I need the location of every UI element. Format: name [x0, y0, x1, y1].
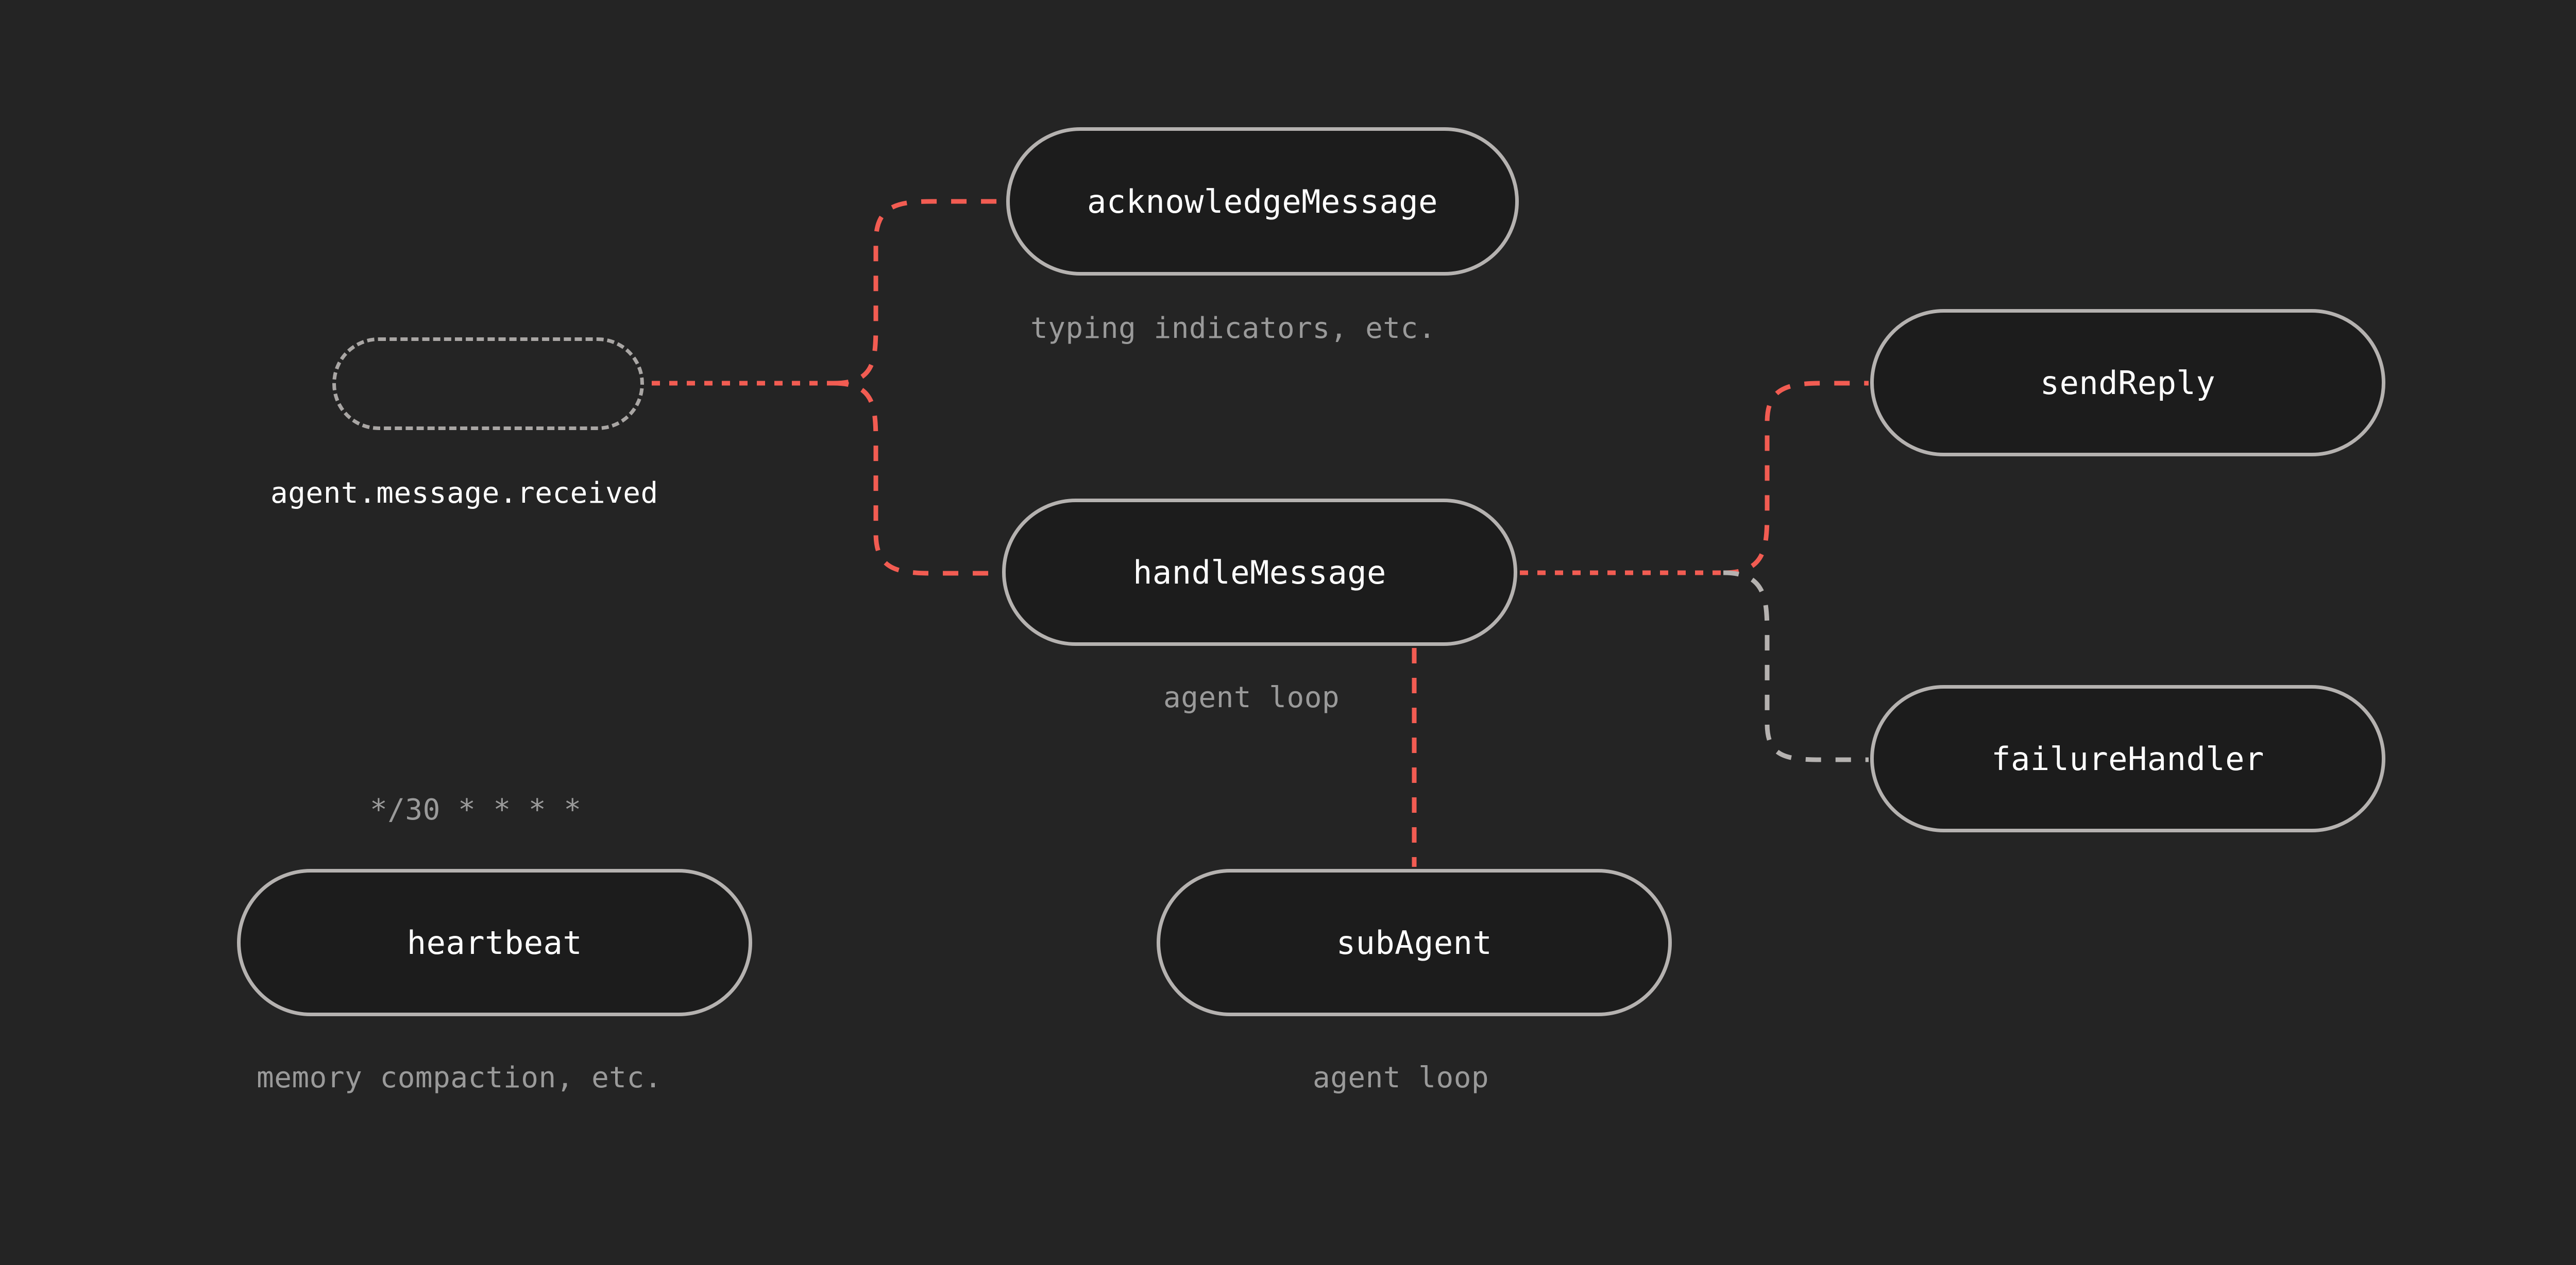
- node-send-reply[interactable]: sendReply: [1870, 309, 2385, 456]
- node-label: failureHandler: [1991, 740, 2264, 778]
- caption-handle-message-caption: agent loop: [1163, 681, 1340, 714]
- node-acknowledge-message[interactable]: acknowledgeMessage: [1006, 127, 1519, 276]
- node-label: sendReply: [2040, 364, 2216, 402]
- edge-junction-to-send-reply: [1723, 381, 1869, 575]
- edge-junction-to-failure-handler: [1723, 570, 1869, 762]
- node-event-trigger[interactable]: [332, 337, 644, 430]
- edge-split-to-acknowledge: [833, 199, 1003, 386]
- caption-heartbeat-caption: memory compaction, etc.: [257, 1061, 662, 1095]
- caption-event-trigger-label: agent.message.received: [270, 476, 658, 510]
- node-heartbeat[interactable]: heartbeat: [237, 869, 752, 1016]
- node-label: heartbeat: [406, 924, 583, 962]
- node-label: handleMessage: [1133, 553, 1386, 591]
- node-failure-handler[interactable]: failureHandler: [1870, 685, 2385, 832]
- node-sub-agent[interactable]: subAgent: [1157, 869, 1672, 1016]
- caption-acknowledge-message-caption: typing indicators, etc.: [1030, 312, 1436, 345]
- caption-heartbeat-cron: */30 * * * *: [370, 793, 582, 827]
- caption-sub-agent-caption: agent loop: [1313, 1061, 1489, 1095]
- edge-split-to-handle: [833, 381, 999, 576]
- node-label: acknowledgeMessage: [1087, 182, 1438, 220]
- node-label: subAgent: [1336, 924, 1493, 962]
- node-handle-message[interactable]: handleMessage: [1002, 499, 1517, 646]
